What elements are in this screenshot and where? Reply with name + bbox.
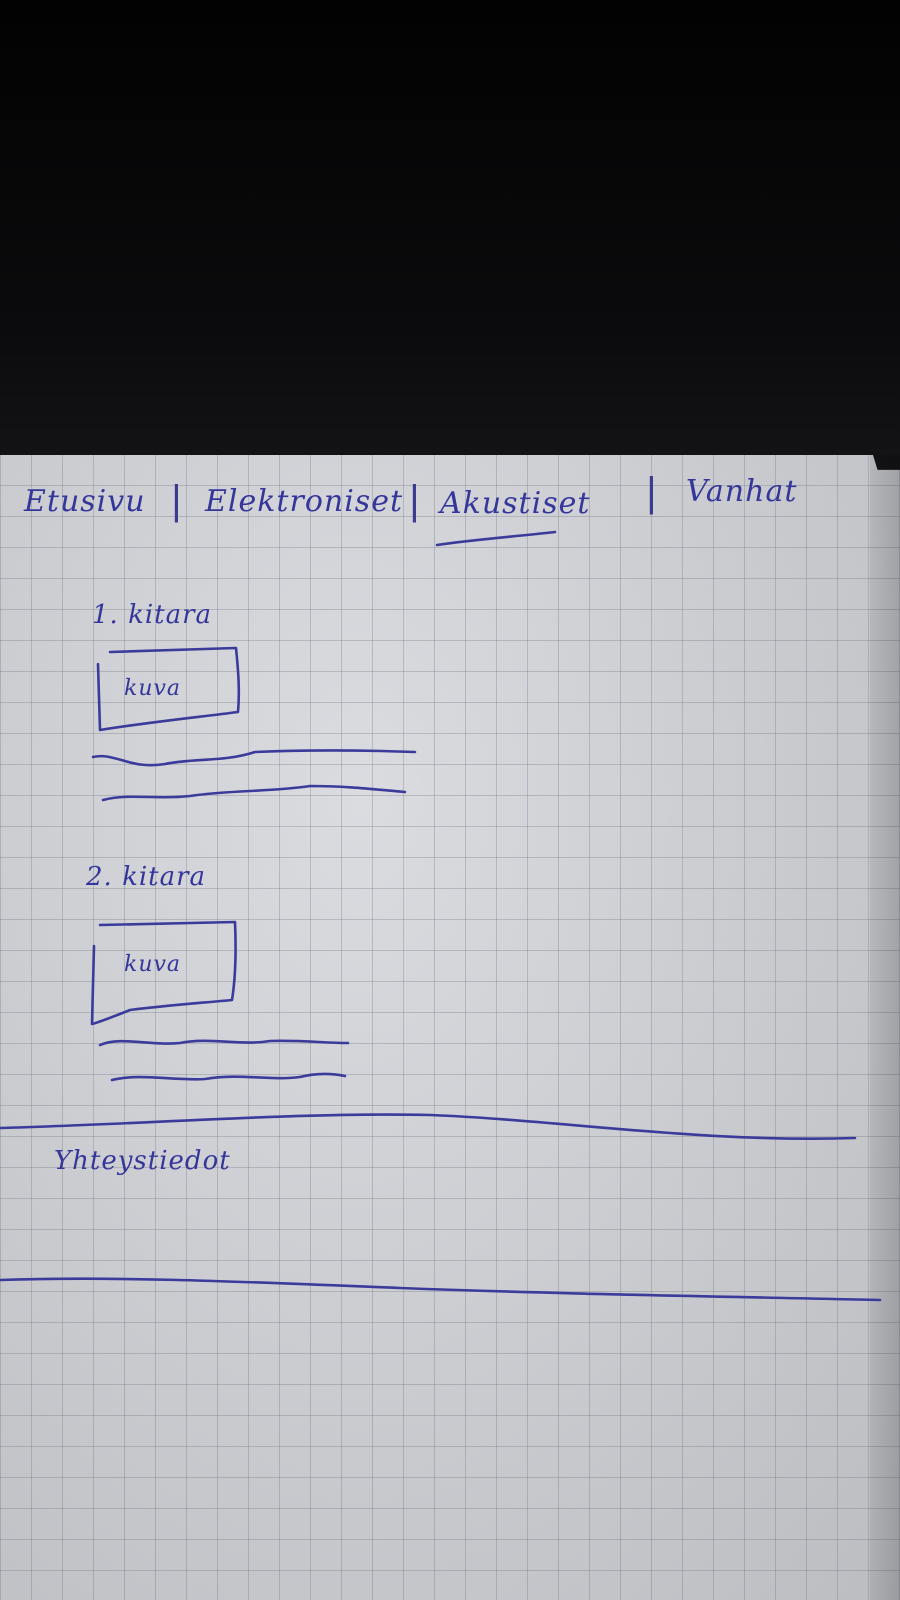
nav-divider: | (170, 478, 183, 522)
nav-divider: | (408, 478, 421, 522)
product-2-heading: 2. kitara (86, 862, 207, 892)
nav-item-etusivu: Etusivu (24, 484, 146, 519)
product-1-image-label: kuva (124, 676, 182, 701)
page-edge (870, 455, 900, 1600)
nav-divider: | (645, 470, 658, 514)
nav-item-elektroniset: Elektroniset (205, 484, 404, 519)
nav-item-akustiset: Akustiset (440, 486, 591, 521)
nav-item-vanhat: Vanhat (686, 474, 798, 509)
dark-background (0, 0, 900, 470)
footer-heading: Yhteystiedot (54, 1146, 231, 1176)
product-2-image-label: kuva (124, 952, 182, 977)
product-1-heading: 1. kitara (92, 600, 213, 630)
grid-paper-page (0, 455, 900, 1600)
